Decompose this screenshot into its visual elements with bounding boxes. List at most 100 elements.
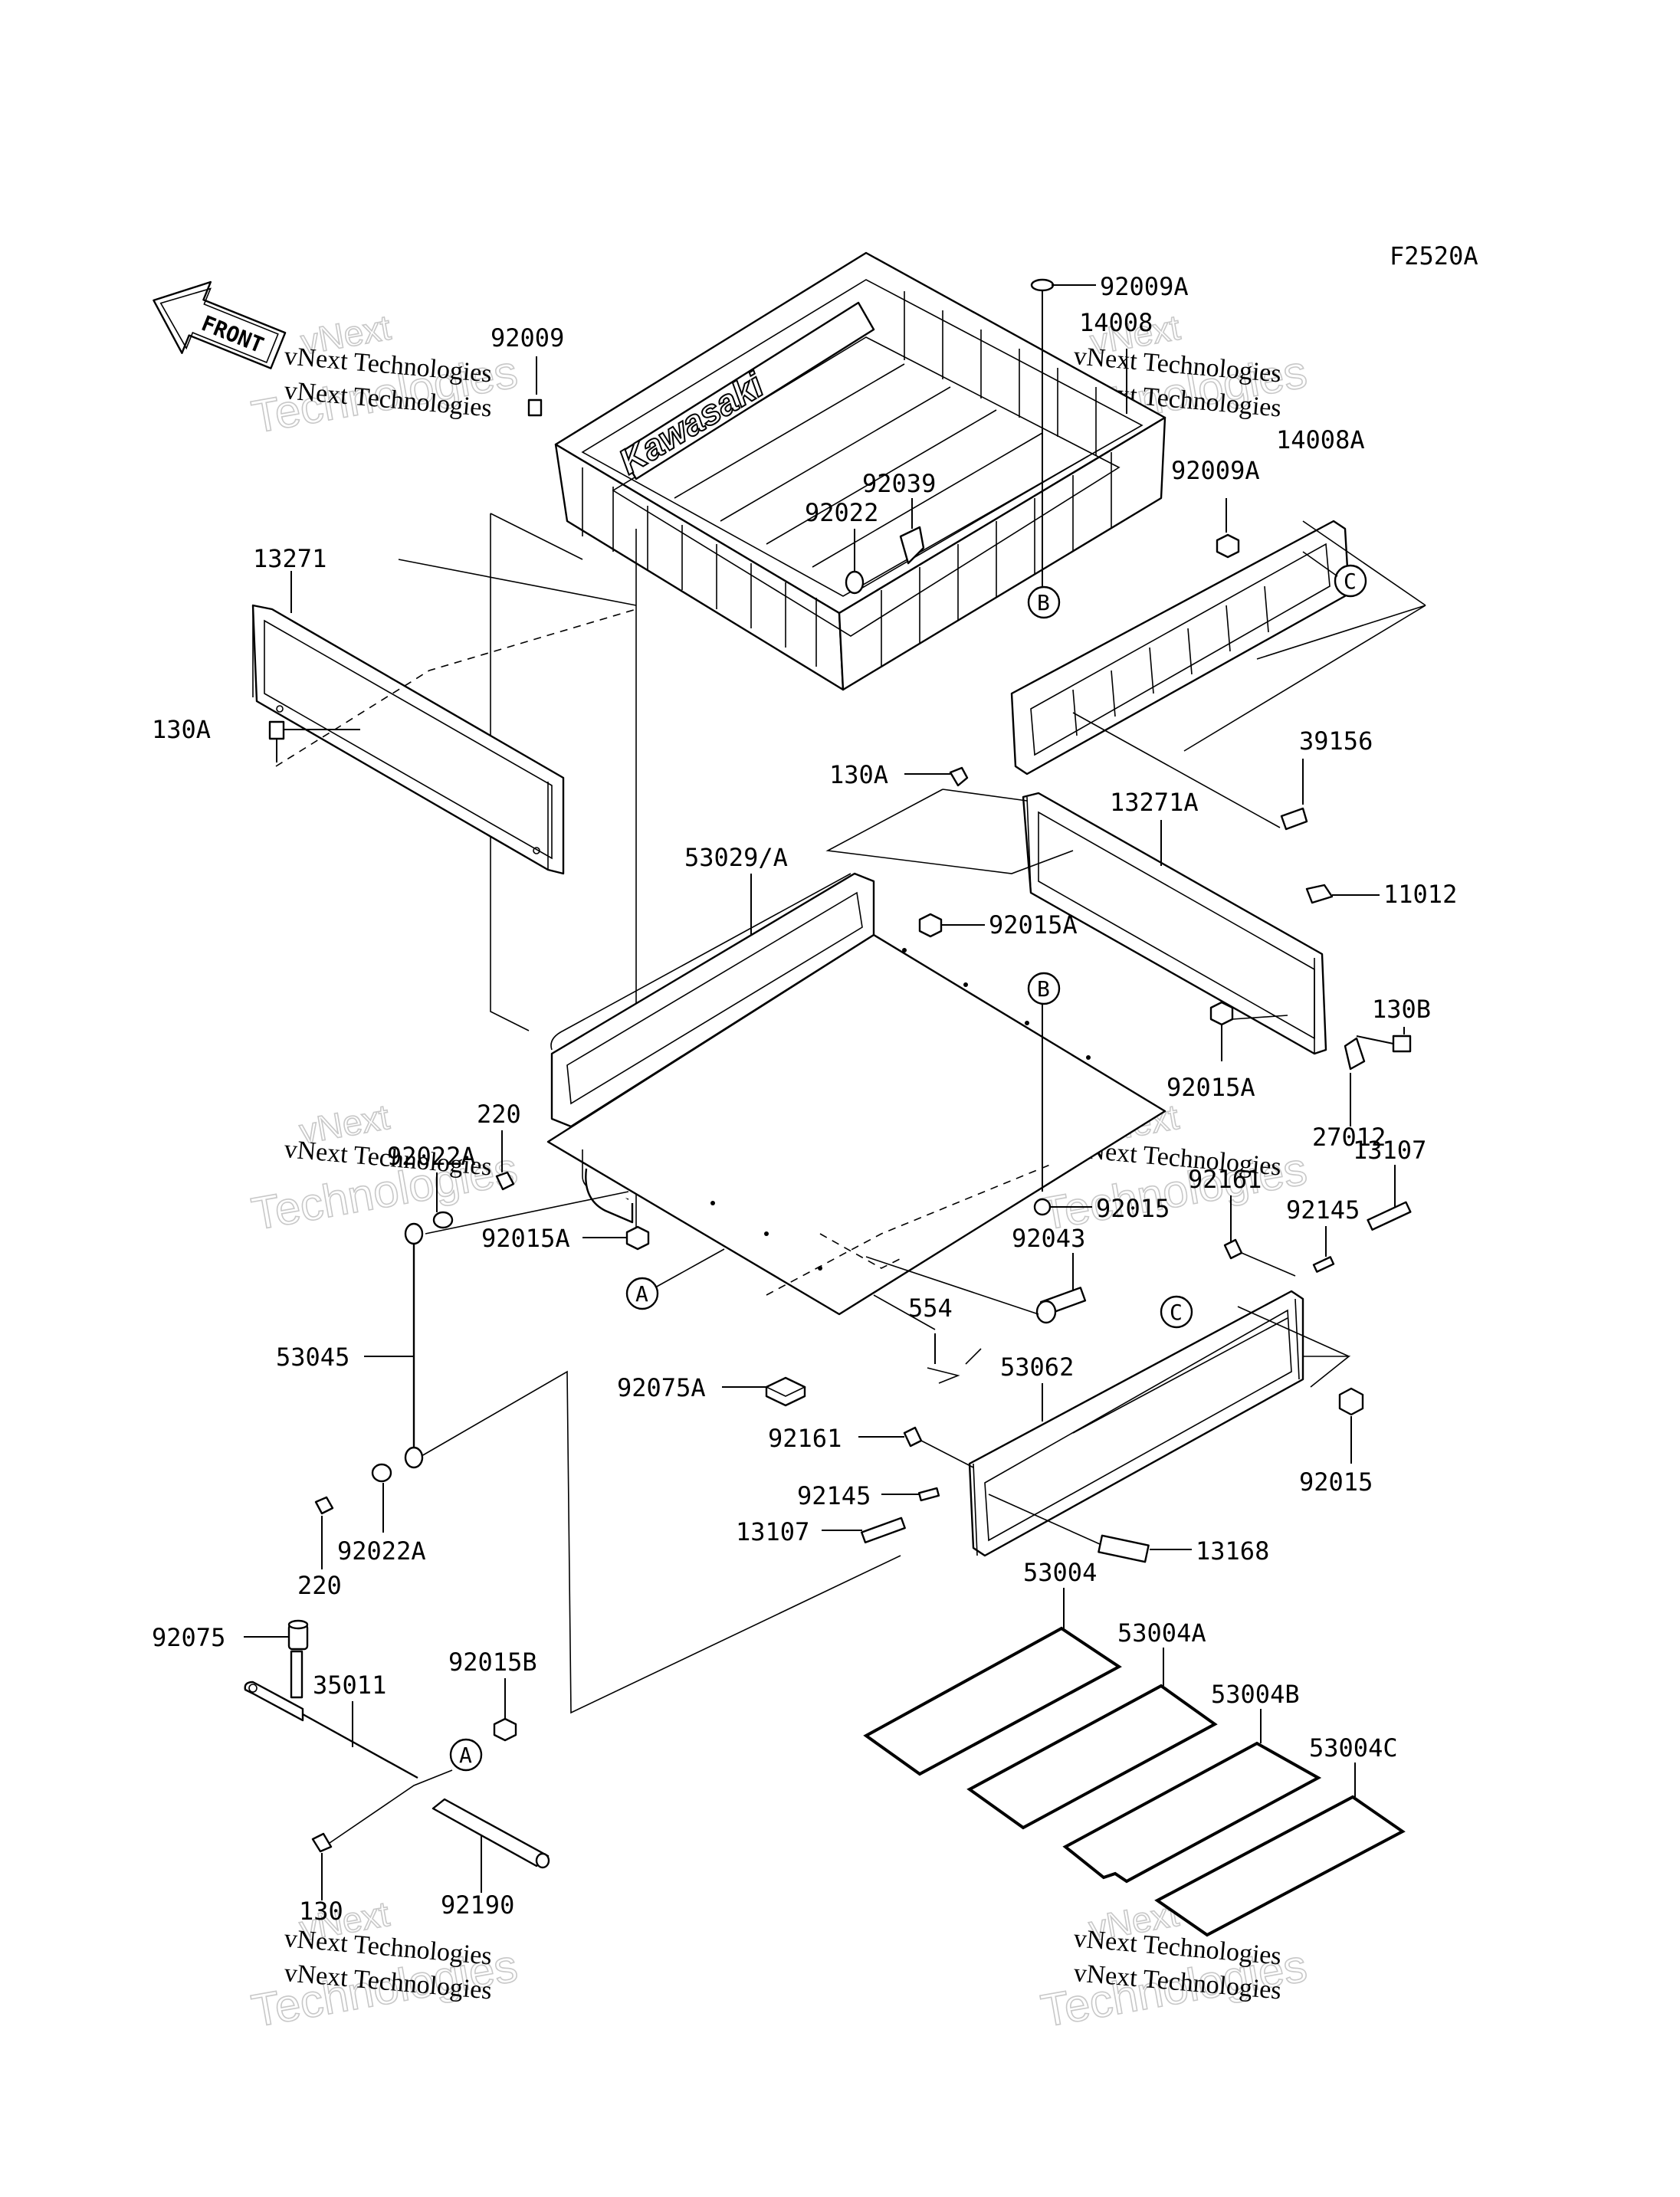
nut-92015b — [493, 1717, 517, 1742]
svg-text:A: A — [459, 1743, 472, 1768]
tailgate-panel-14008a — [1010, 520, 1350, 776]
bolt-220-bottom — [314, 1496, 334, 1515]
part-label-92009: 92009 — [491, 323, 564, 353]
figure-code: F2520A — [1390, 241, 1478, 271]
tube-92190 — [431, 1798, 550, 1869]
side-rail-13271 — [251, 604, 565, 875]
bed-frame-53029a — [546, 872, 1166, 1316]
part-label-92161-left: 92161 — [768, 1424, 842, 1453]
part-label-92043: 92043 — [1012, 1224, 1085, 1253]
bolt-130b — [1356, 1035, 1412, 1053]
part-label-92190: 92190 — [441, 1890, 514, 1920]
lock-rod-35011 — [244, 1650, 418, 1779]
part-label-92161-right: 92161 — [1188, 1165, 1262, 1194]
part-label-14008: 14008 — [1079, 308, 1153, 337]
bumper-92075a — [765, 1376, 806, 1407]
part-label-92015-mid: 92015 — [1096, 1194, 1170, 1223]
bolt-92009a-top — [1030, 278, 1055, 598]
front-arrow-icon: FRONT — [153, 280, 287, 369]
mat-53004a — [966, 1684, 1218, 1830]
part-label-92022a-top: 92022A — [387, 1142, 476, 1171]
cargo-bed-box: Kawasaki — [554, 251, 1166, 691]
part-label-13271: 13271 — [253, 544, 326, 573]
pin-13107-right — [1367, 1201, 1412, 1231]
svg-text:B: B — [1037, 976, 1050, 1002]
washer-92022a-bottom — [371, 1463, 392, 1483]
svg-text:A: A — [635, 1281, 648, 1307]
mat-53004c — [1154, 1795, 1406, 1937]
cap-11012 — [1305, 884, 1334, 904]
part-label-13168: 13168 — [1196, 1536, 1269, 1566]
callout-b-top: B — [1027, 585, 1061, 619]
callout-b-mid: B — [1027, 972, 1061, 1005]
nut-92015a-right — [1209, 1001, 1234, 1026]
part-label-92015-right: 92015 — [1299, 1467, 1373, 1497]
svg-text:C: C — [1170, 1300, 1183, 1325]
cap-92075 — [287, 1619, 309, 1651]
support-rod-53045 — [404, 1222, 424, 1469]
part-label-220-bottom: 220 — [297, 1571, 342, 1600]
callout-a-lower: A — [449, 1738, 483, 1772]
nut-92161-left — [903, 1426, 923, 1448]
assembly-line — [490, 513, 583, 560]
part-label-92145-left: 92145 — [797, 1481, 871, 1510]
part-label-92039: 92039 — [862, 469, 936, 498]
cotter-pin-554 — [927, 1367, 960, 1384]
handle-13168 — [1098, 1534, 1150, 1563]
part-label-220-top: 220 — [477, 1100, 521, 1129]
part-label-92022: 92022 — [805, 498, 878, 527]
tailgate-53062 — [968, 1290, 1304, 1557]
nut-92009a-right — [1216, 533, 1240, 559]
part-number-labels: 92009 92009A 14008 14008A 92009A 92039 9… — [152, 272, 1457, 1926]
part-label-554: 554 — [908, 1294, 953, 1323]
part-label-13107-left: 13107 — [736, 1517, 809, 1546]
part-label-130b: 130B — [1372, 995, 1431, 1024]
bolt-130a-mid — [949, 766, 969, 787]
part-label-53045: 53045 — [276, 1343, 349, 1372]
part-label-92015a-left: 92015A — [481, 1224, 570, 1253]
callout-a-mid: A — [625, 1277, 659, 1310]
part-label-92075: 92075 — [152, 1623, 225, 1652]
bolt-92009 — [527, 398, 543, 417]
nut-92015a-left — [625, 1225, 650, 1251]
part-label-130: 130 — [299, 1897, 343, 1926]
part-label-53004b: 53004B — [1211, 1680, 1300, 1709]
part-label-92015a-top: 92015A — [989, 910, 1078, 939]
clip-39156 — [1280, 807, 1308, 831]
bracket-27012 — [1344, 1037, 1366, 1071]
pin-13107-left — [861, 1517, 906, 1544]
callout-c-lower: C — [1160, 1295, 1193, 1329]
part-label-53029a: 53029/A — [684, 843, 788, 872]
side-rail-13271a — [1022, 792, 1327, 1055]
callout-c-top: C — [1334, 564, 1367, 598]
part-label-92015a-right: 92015A — [1166, 1073, 1255, 1102]
washer-92022a-top — [432, 1211, 454, 1229]
washer-92022 — [845, 570, 865, 595]
part-label-130a-mid: 130A — [829, 760, 888, 789]
bolt-130 — [311, 1832, 333, 1853]
part-label-14008a: 14008A — [1276, 425, 1365, 454]
part-label-92009a-right: 92009A — [1171, 456, 1260, 485]
assembly-line — [490, 513, 530, 1031]
part-label-92009a-top: 92009A — [1100, 272, 1189, 301]
part-label-53004: 53004 — [1023, 1558, 1097, 1587]
part-label-39156: 39156 — [1299, 726, 1373, 756]
svg-text:B: B — [1037, 590, 1050, 615]
spring-92145-left — [917, 1487, 940, 1502]
bolt-220-top — [495, 1171, 515, 1191]
pin-92043 — [1035, 1287, 1087, 1324]
mat-53004b — [1062, 1741, 1322, 1884]
nut-92161-right — [1223, 1238, 1243, 1260]
part-label-53062: 53062 — [1000, 1353, 1074, 1382]
mat-53004 — [863, 1626, 1122, 1776]
bolt-130a-left — [268, 720, 285, 762]
part-label-53004a: 53004A — [1117, 1618, 1206, 1648]
part-label-35011: 35011 — [313, 1671, 386, 1700]
part-label-11012: 11012 — [1383, 880, 1457, 909]
spring-92145-right — [1312, 1256, 1335, 1273]
part-label-13271a: 13271A — [1110, 788, 1199, 817]
part-label-92075a: 92075A — [617, 1373, 706, 1402]
svg-text:C: C — [1344, 569, 1357, 594]
clip-92039 — [899, 526, 925, 565]
